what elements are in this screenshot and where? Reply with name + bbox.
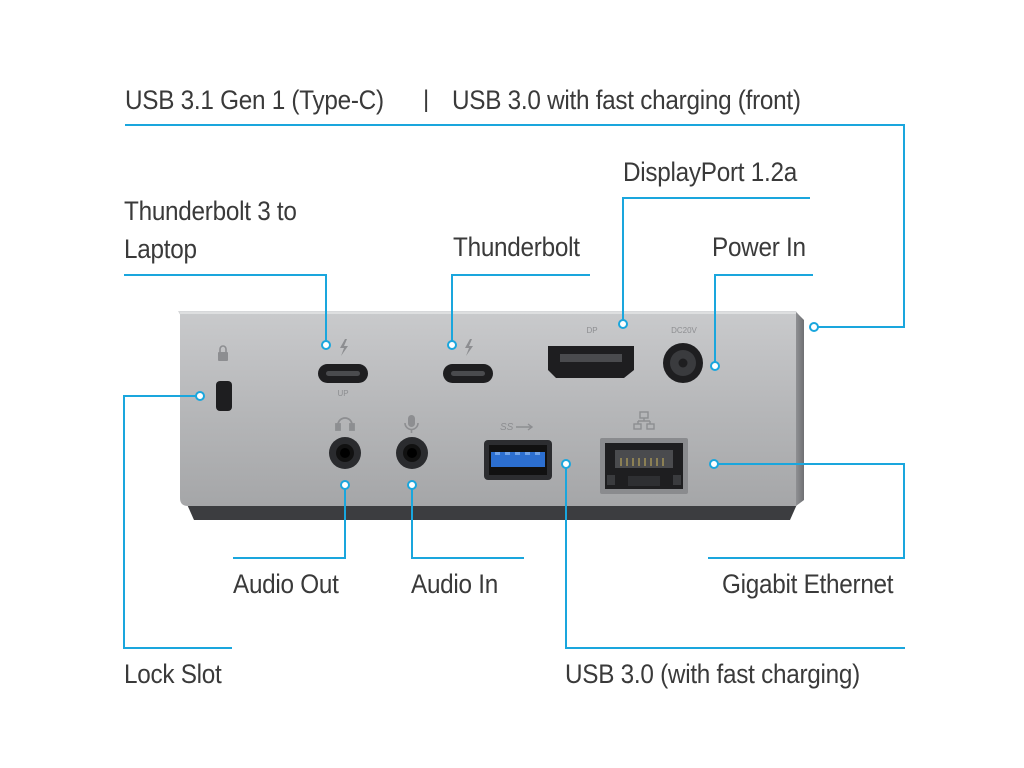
lock-slot-port bbox=[216, 381, 232, 411]
label-audio-in: Audio In bbox=[411, 569, 499, 599]
label-thunderbolt: Thunderbolt bbox=[453, 232, 580, 262]
headphones-icon bbox=[335, 417, 355, 431]
label-usb-type-c-front: USB 3.1 Gen 1 (Type-C) bbox=[125, 85, 384, 115]
label-power-in: Power In bbox=[712, 232, 806, 262]
callout-usb-front bbox=[125, 124, 905, 328]
callout-lines bbox=[123, 124, 905, 649]
thunderbolt-up-icon bbox=[340, 339, 348, 356]
thunderbolt-icon bbox=[465, 339, 473, 356]
label-usb-back-charging: USB 3.0 (with fast charging) bbox=[565, 659, 860, 689]
port-dc-text: DC20V bbox=[671, 326, 697, 335]
callout-displayport bbox=[622, 197, 810, 322]
callout-power bbox=[714, 274, 813, 362]
network-icon bbox=[633, 411, 655, 430]
callout-audio-in bbox=[411, 487, 524, 559]
callout-thunderbolt bbox=[451, 274, 590, 345]
lock-icon bbox=[218, 345, 228, 361]
label-audio-out: Audio Out bbox=[233, 569, 339, 599]
label-thunderbolt-to-laptop: Thunderbolt 3 to Laptop bbox=[124, 196, 297, 264]
callout-thunderbolt-laptop bbox=[124, 274, 327, 345]
dock-base bbox=[186, 502, 798, 520]
callout-usb-back bbox=[565, 465, 905, 649]
port-dp-text: DP bbox=[586, 326, 597, 335]
callout-ethernet bbox=[708, 463, 905, 559]
port-up-text: UP bbox=[337, 389, 348, 398]
label-displayport: DisplayPort 1.2a bbox=[623, 157, 797, 187]
callout-dots bbox=[195, 319, 819, 490]
label-gigabit-ethernet: Gigabit Ethernet bbox=[722, 569, 894, 599]
callout-audio-out bbox=[233, 487, 346, 559]
dock-right-side bbox=[796, 312, 804, 506]
callout-lock bbox=[123, 395, 232, 649]
usb-ss-logo: SS bbox=[500, 422, 514, 433]
microphone-icon bbox=[404, 415, 419, 433]
label-separator: | bbox=[423, 86, 430, 113]
label-usb-front-charging: USB 3.0 with fast charging (front) bbox=[452, 85, 801, 115]
label-lock-slot: Lock Slot bbox=[124, 659, 222, 689]
